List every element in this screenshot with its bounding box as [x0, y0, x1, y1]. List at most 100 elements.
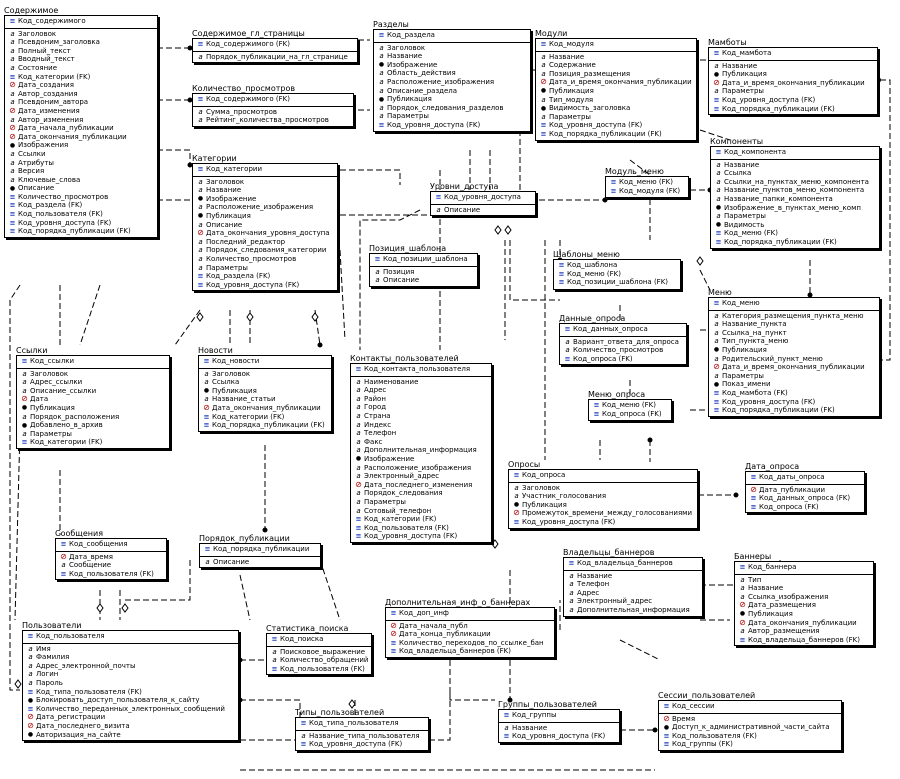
text-attr-icon	[376, 44, 387, 53]
entity-mamboty[interactable]: МамботыКод_мамботаНазваниеПубликацияДата…	[708, 38, 878, 116]
attribute-name: Расположение_изображения	[387, 77, 495, 86]
entity-kategorii[interactable]: КатегорииКод_категорииЗаголовокНазваниеИ…	[192, 154, 338, 292]
text-attr-icon	[713, 178, 724, 187]
primary-key-section: Код_категории	[193, 164, 337, 177]
entity-dop-inf-o-bannerah[interactable]: Дополнительная_инф_о_баннерахКод_доп_инф…	[385, 598, 555, 658]
attribute-name: Описание	[444, 205, 481, 214]
entity-box: Код_меню (FK)Код_модуля (FK)	[605, 176, 689, 199]
key-icon	[661, 702, 672, 711]
entity-kontakty-polzovateley[interactable]: Контакты_пользователейКод_контакта_польз…	[350, 354, 492, 543]
key-icon	[511, 471, 522, 480]
attribute-name: Описание	[383, 276, 420, 285]
entity-poziciya-shablona[interactable]: Позиция_шаблонаКод_позиции_шаблонаПозици…	[369, 244, 478, 287]
entity-kolichestvo-prosmotrov[interactable]: Количество_просмотровКод_содержимого (FK…	[192, 84, 354, 127]
text-attr-icon	[201, 378, 212, 387]
attributes-section: ВремяДоступ_к_административной_части_сай…	[659, 714, 841, 750]
attribute-name: Публикация	[522, 500, 567, 509]
entity-menyu[interactable]: МенюКод_менюКатегория_размещения_пункта_…	[708, 288, 880, 417]
entity-komponenty[interactable]: КомпонентыКод_компонентаНазваниеСсылкаСс…	[710, 137, 880, 249]
entity-title: Опросы	[508, 460, 541, 469]
entity-box: Код_поискаПоисковое_выражениеКоличество_…	[266, 633, 372, 676]
entity-dannye-oprosa[interactable]: Данные_опросаКод_данных_опросаВариант_от…	[559, 314, 687, 366]
entity-soderzhimoe-gl-stranicy[interactable]: Содержимое_гл_страницыКод_содержимого (F…	[192, 29, 358, 64]
entity-menyu-oprosa[interactable]: Меню_опросаКод_меню (FK)Код_опроса (FK)	[588, 390, 672, 422]
attribute-name: Фамилия	[36, 653, 70, 662]
entity-shablony-menyu[interactable]: Шаблоны_менюКод_шаблонаКод_меню (FK)Код_…	[553, 250, 681, 290]
entity-oprosy[interactable]: ОпросыКод_опросаЗаголовокУчастник_голосо…	[508, 460, 698, 529]
entity-box: Код_данных_опросаВариант_ответа_для_опро…	[559, 323, 687, 366]
entity-attribute: Публикация	[711, 346, 877, 355]
entity-soderzhimoe[interactable]: СодержимоеКод_содержимогоЗаголовокПсевдо…	[4, 6, 158, 238]
attribute-name: Код_группы (FK)	[672, 740, 733, 749]
entity-attribute: Родительский_пункт_меню	[711, 355, 877, 364]
attribute-name: Заголовок	[212, 369, 251, 378]
text-attr-icon	[711, 329, 722, 338]
entity-attribute: Версия	[7, 167, 155, 176]
entity-attribute: Показ_имени	[711, 380, 877, 389]
entity-tipy-polzovateley[interactable]: Типы_пользователейКод_типа_пользователяН…	[295, 708, 429, 751]
attribute-name: Количество_просмотров	[206, 254, 297, 263]
text-attr-icon	[711, 337, 722, 346]
date-icon	[737, 619, 748, 628]
entity-attribute: Название_типа_пользователя	[298, 732, 426, 741]
attribute-name: Расположение_изображения	[206, 203, 314, 212]
entity-poryadok-publikacii[interactable]: Порядок_публикацииКод_порядка_публикации…	[199, 534, 321, 569]
entity-data-oprosa[interactable]: Дата_опросаКод_даты_опросаДата_публикаци…	[745, 462, 865, 514]
text-attr-icon	[195, 178, 206, 187]
text-attr-icon	[711, 355, 722, 364]
attributes-section: НаименованиеАдресРайонГородСтранаИндексТ…	[351, 377, 491, 542]
entity-attribute: Публикация	[195, 212, 335, 221]
entity-statistika-poiska[interactable]: Статистика_поискаКод_поискаПоисковое_выр…	[266, 624, 372, 676]
text-attr-icon	[737, 576, 748, 585]
entity-modul-menyu[interactable]: Модуль_менюКод_меню (FK)Код_модуля (FK)	[605, 167, 689, 199]
entity-ssylki[interactable]: СсылкиКод_ссылкиЗаголовокАдрес_ссылкиОпи…	[16, 346, 170, 449]
entity-vladelcy-bannerov[interactable]: Владельцы_баннеровКод_владельца_баннеров…	[563, 548, 703, 617]
entity-attribute: Код_порядка_публикации (FK)	[201, 421, 329, 430]
entity-moduli[interactable]: МодулиКод_модуляНазваниеСодержаниеПозици…	[535, 29, 697, 141]
entity-razdely[interactable]: РазделыКод_разделаЗаголовокНазваниеИзобр…	[373, 20, 531, 132]
entity-novosti[interactable]: НовостиКод_новостиЗаголовокСсылкаПублика…	[198, 346, 332, 432]
entity-bannery[interactable]: БаннерыКод_баннераТипНазваниеСсылка_изоб…	[734, 552, 874, 647]
attribute-name: Код_данных_опроса (FK)	[759, 494, 851, 503]
key-icon	[7, 193, 18, 202]
attribute-name: Автор_создания	[18, 89, 78, 98]
entity-title: Разделы	[373, 20, 409, 29]
entity-gruppy-polzovateley[interactable]: Группы_пользователейКод_группыНазваниеКо…	[498, 700, 620, 743]
entity-attribute: Дата_окончания_уровня_доступа	[195, 229, 335, 238]
primary-key-section: Код_ссылки	[17, 356, 169, 369]
entity-urovni-dostupa[interactable]: Уровни_доступаКод_уровня_доступаОписание	[430, 182, 536, 217]
entity-sessii-polzovateley[interactable]: Сессии_пользователейКод_сессииВремяДосту…	[658, 691, 842, 751]
entity-attribute: Дата_окончания_публикации	[201, 404, 329, 413]
text-attr-icon	[562, 346, 573, 355]
entity-attribute: Расположение_изображения	[376, 78, 528, 87]
entity-attribute: Псевдоним_заголовка	[7, 38, 155, 47]
key-icon	[748, 503, 759, 512]
entity-polzovateli[interactable]: ПользователиКод_пользователяИмяФамилияАд…	[22, 621, 239, 742]
attribute-name: Параметры	[364, 497, 406, 506]
entity-title: Компоненты	[710, 137, 764, 146]
key-icon	[195, 95, 206, 104]
attribute-name: Порядок_расположения	[30, 412, 120, 421]
entity-soobshcheniya[interactable]: СообщенияКод_сообщенияДата_времяСообщени…	[55, 529, 167, 581]
primary-key-section: Код_меню (FK)Код_модуля (FK)	[606, 177, 688, 197]
entity-attribute: Дополнительная_информация	[566, 606, 700, 615]
entity-attribute: Телефон	[566, 580, 700, 589]
date-icon	[711, 79, 722, 88]
entity-attribute: Автор_изменения	[7, 116, 155, 125]
attribute-name: Публикация	[387, 95, 432, 104]
dot-icon	[195, 195, 206, 204]
entity-attribute: Код_уровня_доступа (FK)	[538, 121, 694, 130]
entity-attribute: Порядок_расположения	[19, 413, 167, 422]
primary-key-section: Код_содержимого	[5, 16, 157, 29]
entity-attribute: Код_позиции_шаблона (FK)	[556, 278, 678, 287]
text-attr-icon	[372, 268, 383, 277]
date-icon	[7, 133, 18, 142]
primary-key-section: Код_поиска	[267, 634, 371, 647]
entity-attribute: Ссылки_на_пунктах_меню_компонента	[713, 178, 877, 187]
attribute-name: Сообщение	[69, 561, 112, 570]
text-attr-icon	[25, 670, 36, 679]
entity-attribute: Код_ссылки	[19, 357, 167, 366]
entity-attribute: Код_пользователя (FK)	[353, 524, 489, 533]
attributes-section: ТипНазваниеСсылка_изображенияДата_размещ…	[735, 575, 873, 646]
